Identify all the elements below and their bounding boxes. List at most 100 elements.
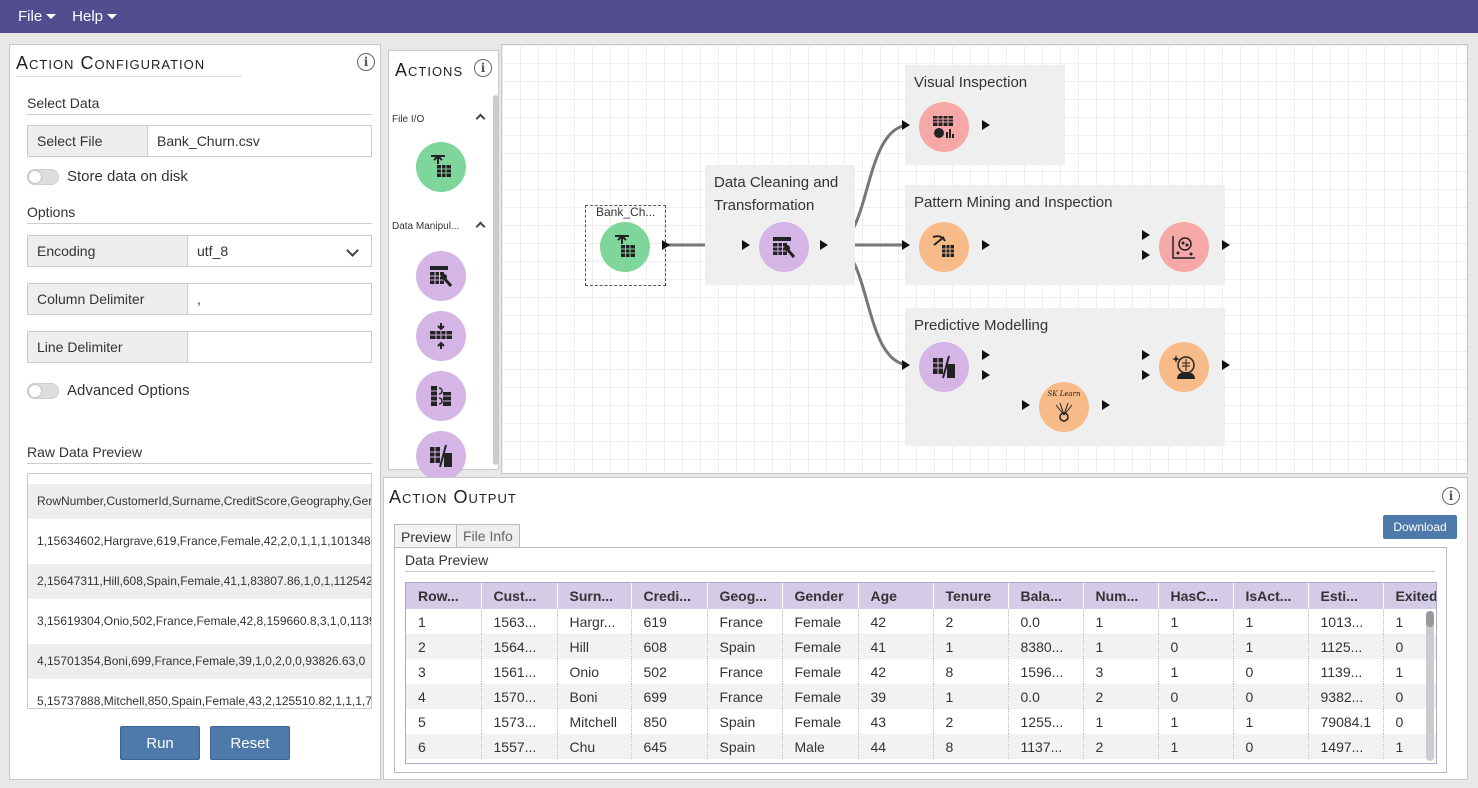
table-cell: 2 <box>1083 734 1159 759</box>
column-header[interactable]: Geog... <box>707 583 783 609</box>
input-port[interactable] <box>1142 250 1150 260</box>
cluster-inspection-node[interactable] <box>1159 222 1209 272</box>
info-icon[interactable]: i <box>1442 487 1460 505</box>
column-header[interactable]: Surn... <box>557 583 632 609</box>
column-delimiter-input[interactable]: , <box>197 291 201 307</box>
split-train-test-action-icon[interactable] <box>416 431 466 481</box>
table-cell: Female <box>782 659 859 684</box>
workflow-canvas[interactable]: Bank_Ch... Data Cleaning and Transformat… <box>501 44 1468 474</box>
output-port[interactable] <box>662 240 670 250</box>
table-cell: 0 <box>1233 659 1309 684</box>
input-port[interactable] <box>1022 400 1030 410</box>
advanced-options-label: Advanced Options <box>67 382 190 399</box>
table-scrollbar-thumb[interactable] <box>1426 611 1434 627</box>
column-header[interactable]: IsAct... <box>1233 583 1309 609</box>
table-cell: 42 <box>858 659 934 684</box>
tab-file-info[interactable]: File Info <box>456 524 520 548</box>
table-cell: Female <box>782 709 859 734</box>
run-button[interactable]: Run <box>120 726 200 760</box>
raw-data-preview[interactable]: RowNumber,CustomerId,Surname,CreditScore… <box>27 473 372 709</box>
column-header[interactable]: HasC... <box>1158 583 1234 609</box>
sklearn-model-node[interactable]: SK Learn <box>1039 382 1089 432</box>
column-delimiter-label: Column Delimiter <box>28 284 188 314</box>
merge-data-action-icon[interactable] <box>416 311 466 361</box>
column-header[interactable]: Bala... <box>1008 583 1084 609</box>
column-header[interactable]: Esti... <box>1308 583 1384 609</box>
input-port[interactable] <box>1142 230 1150 240</box>
output-port[interactable] <box>982 240 990 250</box>
table-cell: 0 <box>1233 684 1309 709</box>
table-cell: 3 <box>1083 659 1159 684</box>
table-cell: 502 <box>631 659 708 684</box>
data-cleaning-node[interactable] <box>759 222 809 272</box>
select-file-value[interactable]: Bank_Churn.csv <box>157 133 260 149</box>
raw-row: 1,15634602,Hargrave,619,France,Female,42… <box>37 534 372 548</box>
info-icon[interactable]: i <box>357 53 375 71</box>
output-port[interactable] <box>1222 240 1230 250</box>
column-header[interactable]: Exited <box>1383 583 1436 609</box>
encoding-value: utf_8 <box>197 243 229 259</box>
input-port[interactable] <box>902 240 910 250</box>
chevron-down-icon[interactable] <box>346 244 359 257</box>
prediction-node[interactable] <box>1159 342 1209 392</box>
load-file-action-icon[interactable] <box>416 142 466 192</box>
input-port[interactable] <box>902 360 910 370</box>
bank-churn-load-node[interactable] <box>600 222 650 272</box>
chevron-up-icon[interactable] <box>475 113 486 124</box>
clean-data-action-icon[interactable] <box>416 251 466 301</box>
reset-button[interactable]: Reset <box>210 726 290 760</box>
column-header[interactable]: Credi... <box>631 583 708 609</box>
info-icon[interactable]: i <box>474 59 492 77</box>
column-header[interactable]: Tenure <box>933 583 1009 609</box>
advanced-options-toggle[interactable] <box>27 383 59 399</box>
action-output-panel: Action Output i Preview File Info Downlo… <box>383 477 1468 780</box>
column-header[interactable]: Row... <box>406 583 482 609</box>
column-header[interactable]: Num... <box>1083 583 1159 609</box>
visual-inspection-node[interactable] <box>919 102 969 152</box>
output-port[interactable] <box>982 370 990 380</box>
help-menu[interactable]: Help <box>72 8 118 25</box>
download-button[interactable]: Download <box>1383 515 1457 539</box>
encoding-select[interactable]: Encoding utf_8 <box>27 235 372 267</box>
input-port[interactable] <box>1142 370 1150 380</box>
column-delimiter-field[interactable]: Column Delimiter , <box>27 283 372 315</box>
output-port[interactable] <box>982 120 990 130</box>
table-cell: 1137... <box>1008 734 1084 759</box>
table-cell: 43 <box>858 709 934 734</box>
table-cell: 1139... <box>1308 659 1384 684</box>
chevron-up-icon[interactable] <box>475 221 486 232</box>
file-menu[interactable]: File <box>18 8 57 25</box>
store-disk-toggle[interactable] <box>27 169 59 185</box>
column-header[interactable]: Cust... <box>481 583 558 609</box>
output-port[interactable] <box>820 240 828 250</box>
category-file-io[interactable]: File I/O <box>392 114 425 125</box>
output-port[interactable] <box>1222 360 1230 370</box>
actions-scrollbar[interactable] <box>493 95 498 465</box>
column-header[interactable]: Age <box>858 583 934 609</box>
input-port[interactable] <box>902 120 910 130</box>
table-cell: 44 <box>858 734 934 759</box>
output-port[interactable] <box>982 350 990 360</box>
category-data-manipulation[interactable]: Data Manipul... <box>392 221 460 232</box>
input-port[interactable] <box>742 240 750 250</box>
encoding-label: Encoding <box>28 236 188 266</box>
line-delimiter-field[interactable]: Line Delimiter <box>27 331 372 363</box>
line-delimiter-input[interactable] <box>188 332 371 362</box>
data-preview-table[interactable]: Row... Cust... Surn... Credi... Geog... … <box>405 582 1437 764</box>
split-data-action-icon[interactable] <box>416 371 466 421</box>
pattern-mining-node[interactable] <box>919 222 969 272</box>
select-file-field[interactable]: Select File Bank_Churn.csv <box>27 125 372 157</box>
train-test-split-node[interactable] <box>919 342 969 392</box>
input-port[interactable] <box>1142 350 1150 360</box>
tab-preview[interactable]: Preview <box>394 524 458 548</box>
output-port[interactable] <box>1102 400 1110 410</box>
column-header[interactable]: Gender <box>782 583 859 609</box>
table-scrollbar[interactable] <box>1426 611 1434 761</box>
table-cell: 850 <box>631 709 708 734</box>
